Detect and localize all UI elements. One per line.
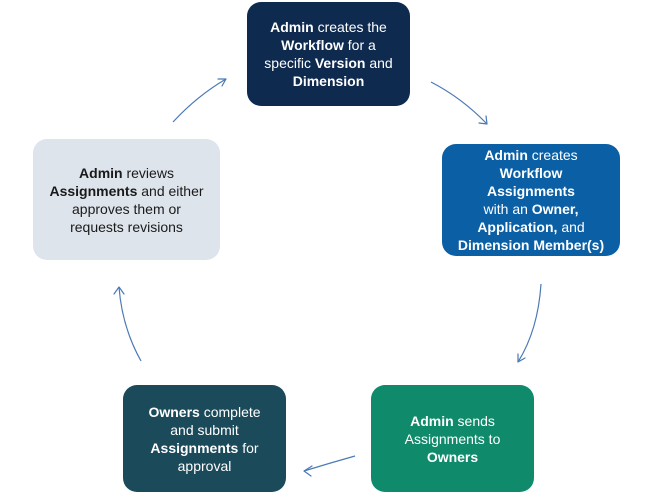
step-text-segment: approves them or: [72, 200, 181, 217]
step-text-bold: Dimension: [292, 73, 365, 89]
step-text-bold: Assignments: [49, 182, 138, 199]
step-text-bold: Workflow Assignments: [487, 165, 575, 199]
step-text-bold: Workflow: [281, 37, 344, 53]
step-text-bold: Assignments: [150, 439, 239, 456]
arrow-4-to-5: [113, 286, 142, 362]
step-text-segment: requests revisions: [70, 218, 183, 235]
step-text-bold: Application,: [477, 219, 558, 235]
step-text-bold: Version: [314, 55, 366, 71]
step-text-segment: approval: [177, 457, 232, 474]
step-text-bold: Admin: [79, 164, 123, 181]
arrow-2-to-3: [517, 283, 542, 363]
arrow-1-to-2: [430, 81, 488, 125]
step-text-segment: Assignments to: [404, 430, 501, 447]
arrow-5-to-1: [172, 78, 227, 123]
step-text-bold: Admin: [410, 412, 454, 429]
step-text-segment: with an: [483, 201, 532, 217]
step-text-segment: reviews: [122, 164, 174, 181]
step-text-segment: specific: [264, 55, 315, 71]
step-text-segment: and: [557, 219, 585, 235]
step-text-bold: Owners: [426, 448, 479, 465]
step-text-segment: complete: [199, 403, 261, 420]
step-text-segment: for a: [343, 37, 376, 53]
step-text-segment: and submit: [170, 421, 239, 438]
step-text-bold: Dimension Member(s): [457, 237, 605, 253]
step-text-segment: and: [365, 55, 393, 71]
step-text-segment: for: [238, 439, 259, 456]
step-text-bold: Admin: [484, 147, 528, 163]
step-text-segment: and either: [137, 182, 204, 199]
step-text-segment: sends: [453, 412, 495, 429]
arrow-3-to-4: [303, 455, 356, 477]
step-text-segment: creates: [527, 147, 578, 163]
step-text-bold: Owners: [148, 403, 200, 420]
step-text-segment: creates the: [313, 19, 387, 35]
step-text-bold: Admin: [270, 19, 314, 35]
step-text-bold: Owner,: [531, 201, 579, 217]
